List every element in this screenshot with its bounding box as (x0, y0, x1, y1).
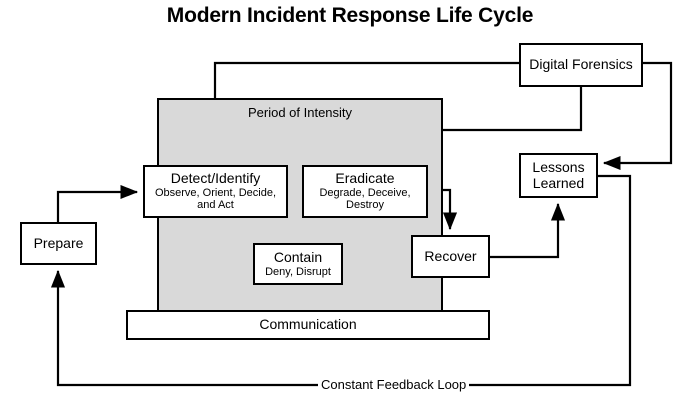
node-contain[interactable]: Contain Deny, Disrupt (253, 243, 343, 285)
node-digital-forensics[interactable]: Digital Forensics (519, 43, 643, 87)
node-recover[interactable]: Recover (411, 235, 490, 278)
node-sublabel-detect-identify-line1: Observe, Orient, Decide, (154, 187, 277, 200)
node-label-recover: Recover (424, 247, 477, 264)
node-sublabel-detect-identify-line2: and Act (197, 199, 234, 212)
node-label-eradicate: Eradicate (335, 170, 395, 187)
node-sublabel-eradicate-line1: Degrade, Deceive, (319, 187, 411, 200)
node-communication[interactable]: Communication (126, 310, 490, 340)
edge-recover-to-lessons (490, 202, 566, 259)
edge-forensics-to-lessons (602, 61, 673, 171)
page-title: Modern Incident Response Life Cycle (166, 4, 534, 27)
node-sublabel-contain: Deny, Disrupt (265, 265, 331, 278)
node-label-communication: Communication (259, 316, 357, 333)
node-sublabel-eradicate-line2: Destroy (346, 199, 384, 212)
edge-feedback-loop (50, 174, 632, 387)
feedback-loop-label: Constant Feedback Loop (318, 377, 470, 392)
node-label-digital-forensics: Digital Forensics (529, 56, 633, 73)
node-label-detect-identify: Detect/Identify (170, 170, 261, 187)
period-of-intensity-label: Period of Intensity (247, 105, 353, 120)
node-lessons-learned[interactable]: Lessons Learned (519, 153, 598, 198)
node-detect-identify[interactable]: Detect/Identify Observe, Orient, Decide,… (143, 165, 288, 218)
node-prepare[interactable]: Prepare (20, 222, 97, 265)
node-label-prepare: Prepare (33, 234, 84, 251)
edge-prepare-to-detect (56, 184, 139, 222)
node-label-contain: Contain (273, 249, 323, 265)
node-label-lessons-learned-line2: Learned (532, 174, 585, 191)
node-label-lessons-learned-line1: Lessons (532, 158, 585, 175)
node-eradicate[interactable]: Eradicate Degrade, Deceive, Destroy (302, 165, 428, 218)
